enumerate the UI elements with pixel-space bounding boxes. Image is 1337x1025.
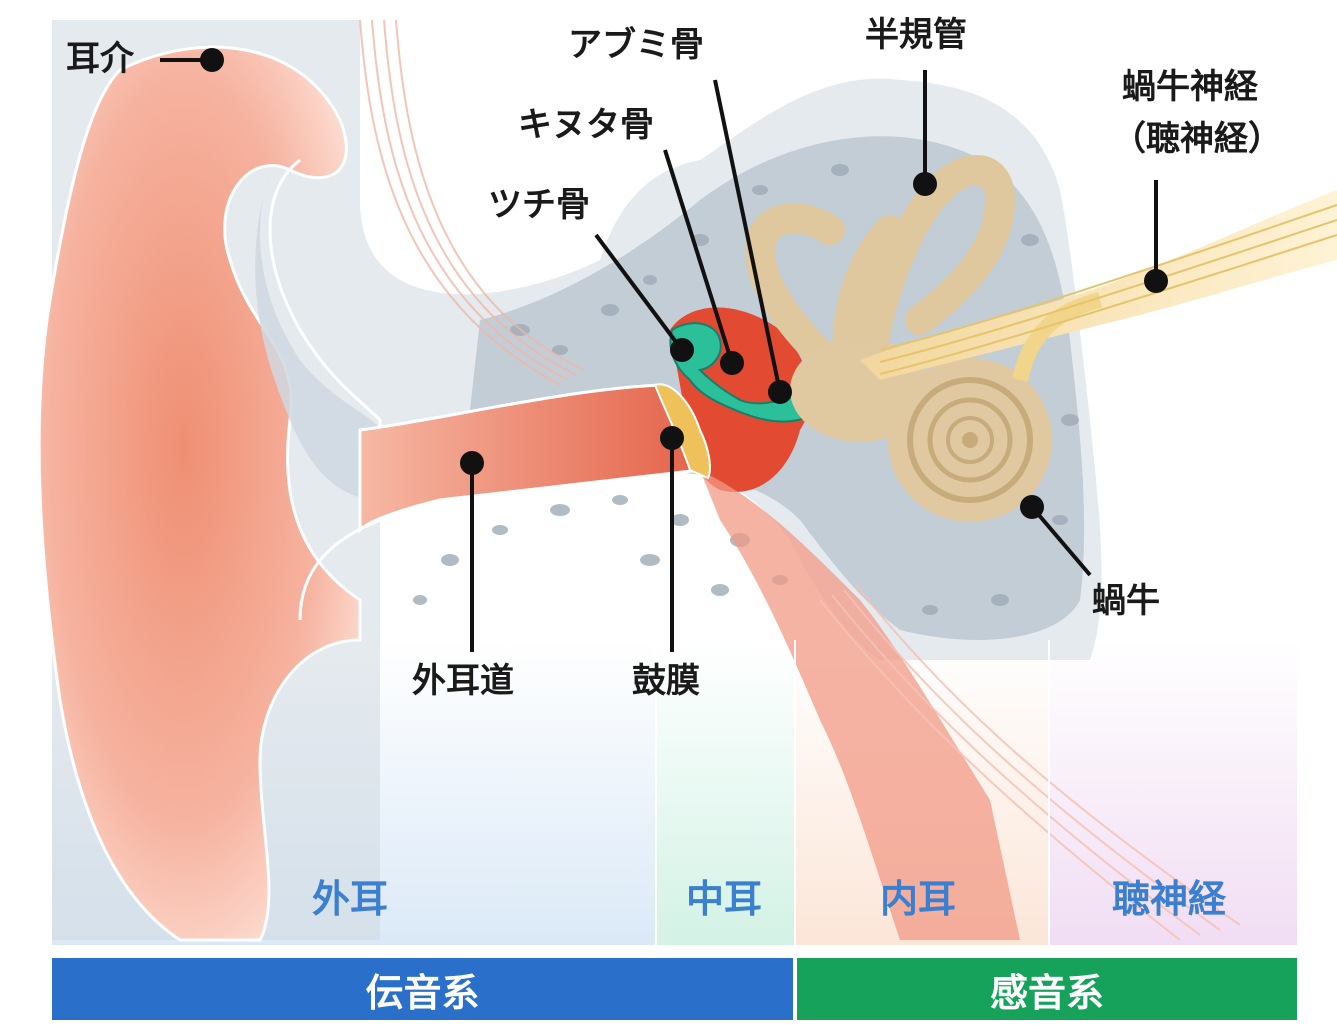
label-cochlea: 蝸牛 [1092,584,1160,618]
conductive-system-bar: 伝音系 [52,958,793,1020]
zone-label-auditory-nerve: 聴神経 [1112,880,1226,918]
dot-ear-canal [460,451,484,475]
label-incus: キヌタ骨 [518,108,654,142]
zone-label-inner-ear: 内耳 [880,880,956,918]
dot-eardrum [660,426,684,450]
dot-stapes [768,380,792,404]
label-pinna: 耳介 [66,42,134,76]
dot-malleus [670,338,694,362]
label-eardrum: 鼓膜 [632,664,700,698]
dot-cochlea [1020,495,1044,519]
dot-cochlear-nerve [1144,269,1168,293]
dot-incus [720,351,744,375]
label-cochlear-nerve: 蝸牛神経 [1122,70,1258,104]
label-semicircular-canals: 半規管 [865,18,967,52]
label-stapes: アブミ骨 [568,28,704,62]
label-ear-canal: 外耳道 [412,664,514,698]
zone-label-outer-ear: 外耳 [312,880,388,918]
dot-pinna [200,48,224,72]
sensorineural-system-bar: 感音系 [797,958,1297,1020]
dot-semicircular-canals [913,172,937,196]
label-malleus: ツチ骨 [488,188,590,222]
zone-label-middle-ear: 中耳 [686,880,762,918]
label-cochlear-nerve-alt: （聴神経） [1112,122,1282,156]
